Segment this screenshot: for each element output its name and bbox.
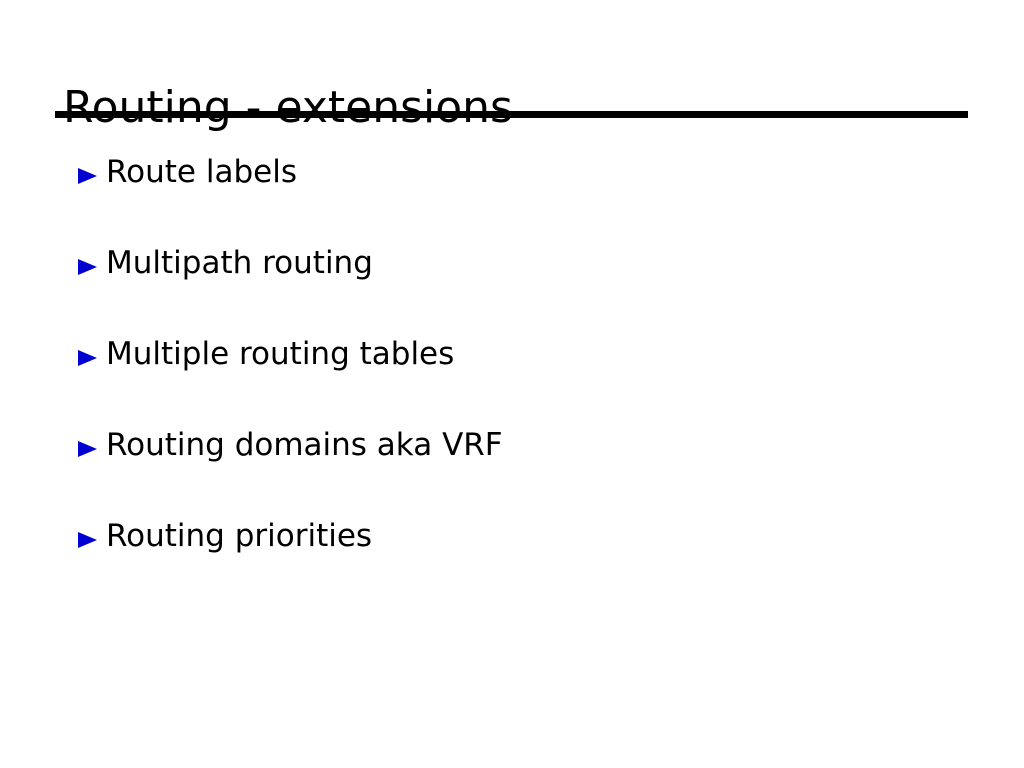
triangle-right-icon [78,168,97,184]
list-item: Routing domains aka VRF [0,425,1024,516]
triangle-right-icon [78,532,97,548]
list-item-label: Route labels [106,154,297,190]
title-underline-rule [55,111,968,118]
triangle-right-icon [78,350,97,366]
list-item: Routing priorities [0,516,1024,607]
page-title: Routing - extensions [63,82,513,134]
bullet-list: Route labels Multipath routing Multiple … [0,152,1024,607]
list-item: Multipath routing [0,243,1024,334]
list-item-label: Routing priorities [106,518,373,554]
list-item: Multiple routing tables [0,334,1024,425]
list-item-label: Multipath routing [106,245,373,281]
triangle-right-icon [78,259,97,275]
list-item: Route labels [0,152,1024,243]
triangle-right-icon [78,441,97,457]
list-item-label: Routing domains aka VRF [106,427,503,463]
list-item-label: Multiple routing tables [106,336,455,372]
